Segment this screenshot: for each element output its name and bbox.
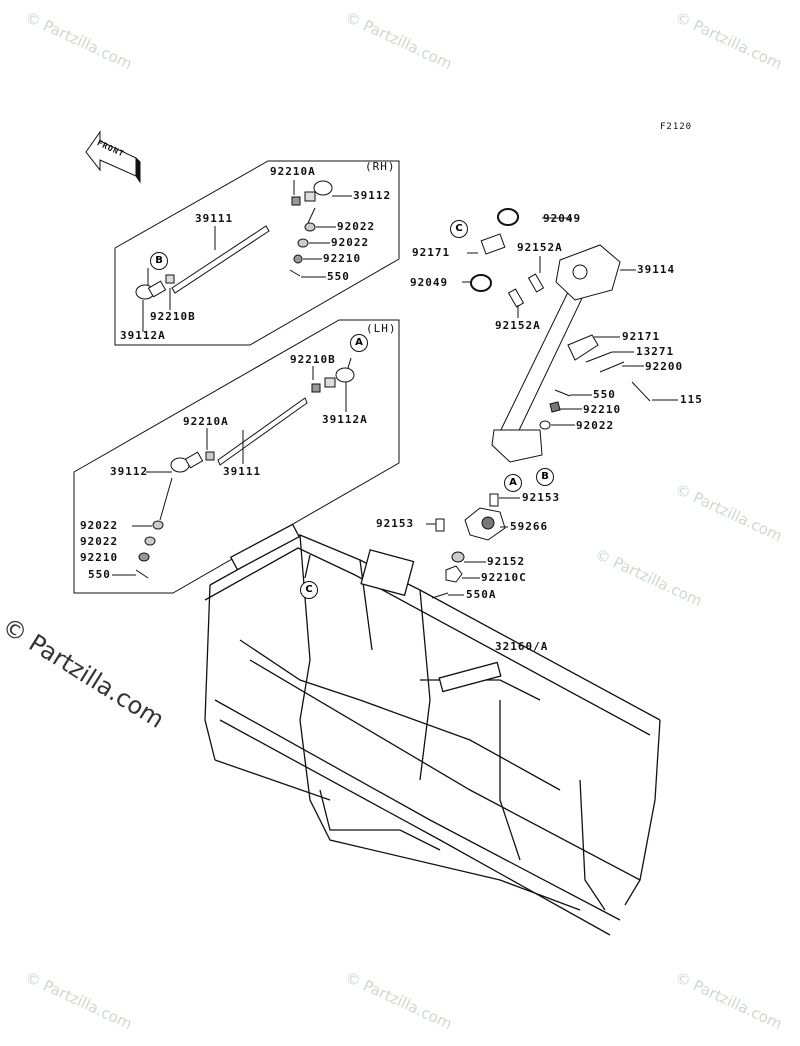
part-label: 92210 [80, 551, 119, 564]
rh-side-label: (RH) [365, 160, 396, 173]
part-label: 92210 [583, 403, 622, 416]
part-label: 92210 [323, 252, 362, 265]
part-label: 550 [593, 388, 616, 401]
part-label: 550A [466, 588, 497, 601]
part-label: 92049 [543, 212, 582, 225]
part-label: 39112 [353, 189, 392, 202]
front-arrow-icon [85, 130, 141, 184]
part-label: 39114 [637, 263, 676, 276]
steering-column [426, 208, 678, 599]
callout-a: A [350, 334, 368, 352]
part-label: 92022 [80, 519, 119, 532]
callout-b: B [536, 468, 554, 486]
part-label: 39112A [322, 413, 368, 426]
part-label: 92210A [183, 415, 229, 428]
part-label: 92210B [150, 310, 196, 323]
part-label: 92152A [495, 319, 541, 332]
part-label: 39112 [110, 465, 149, 478]
figure-code: F2120 [660, 122, 693, 132]
part-label: 92153 [522, 491, 561, 504]
part-label: 92171 [622, 330, 661, 343]
part-label: 92152A [517, 241, 563, 254]
part-label: 92210A [270, 165, 316, 178]
main-frame [204, 523, 661, 936]
part-label: 32160/A [495, 640, 549, 653]
callout-c: C [300, 581, 318, 599]
part-label: 92022 [331, 236, 370, 249]
part-label: 92171 [412, 246, 451, 259]
part-label: 92200 [645, 360, 684, 373]
part-label: 92022 [576, 419, 615, 432]
part-label: 92210C [481, 571, 527, 584]
part-label: 115 [680, 393, 703, 406]
callout-c: C [450, 220, 468, 238]
rh-group-box [114, 160, 400, 346]
callout-b: B [150, 252, 168, 270]
part-label: 13271 [636, 345, 675, 358]
lh-group-box [73, 319, 400, 594]
lh-side-label: (LH) [366, 322, 397, 335]
rh-tie-rod [135, 180, 352, 332]
part-label: 92022 [80, 535, 119, 548]
part-label: 39111 [223, 465, 262, 478]
part-label: 550 [327, 270, 350, 283]
part-label: 92152 [487, 555, 526, 568]
part-label: 92022 [337, 220, 376, 233]
part-label: 39112A [120, 329, 166, 342]
lh-tie-rod [112, 357, 355, 579]
part-label: 59266 [510, 520, 549, 533]
part-label: 92049 [410, 276, 449, 289]
part-label: 39111 [195, 212, 234, 225]
part-label: 550 [88, 568, 111, 581]
part-label: 92153 [376, 517, 415, 530]
callout-a: A [504, 474, 522, 492]
part-label: 92210B [290, 353, 336, 366]
